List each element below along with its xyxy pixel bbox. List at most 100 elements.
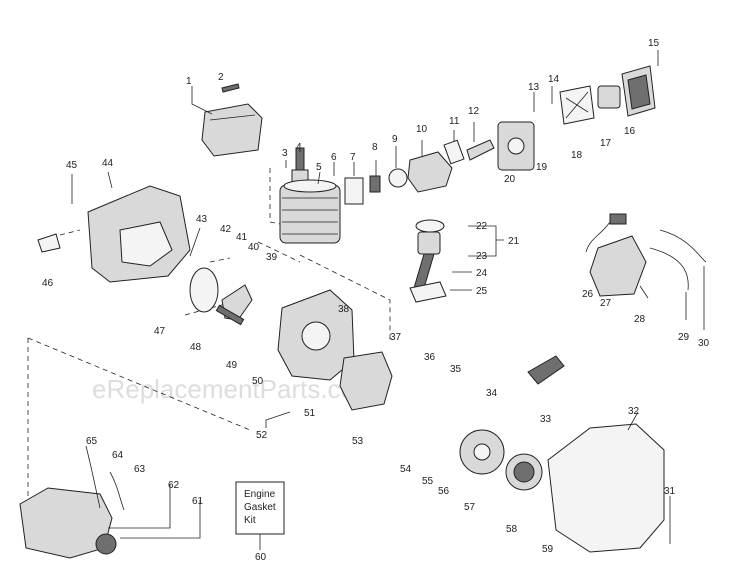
- callout-57: 57: [464, 502, 476, 513]
- callout-46: 46: [42, 278, 54, 289]
- callout-52: 52: [256, 430, 268, 441]
- callout-65: 65: [86, 436, 98, 447]
- cover-screw: [221, 83, 240, 93]
- callout-64: 64: [112, 450, 124, 461]
- callout-36: 36: [424, 352, 436, 363]
- callout-1: 1: [186, 76, 192, 87]
- engine-gasket-kit: Engine Gasket Kit 60: [235, 481, 285, 563]
- callout-30: 30: [698, 338, 710, 349]
- callout-54: 54: [400, 464, 412, 475]
- callout-8: 8: [372, 142, 378, 153]
- lever-12: [466, 139, 495, 161]
- callout-29: 29: [678, 332, 690, 343]
- fuel-line-64: [109, 471, 125, 511]
- callout-42: 42: [220, 224, 232, 235]
- wire-30: [659, 229, 707, 263]
- callout-6: 6: [331, 152, 337, 163]
- kit-line-3: Kit: [244, 515, 256, 526]
- callout-32: 32: [628, 406, 640, 417]
- callout-2: 2: [218, 72, 224, 83]
- callout-13: 13: [528, 82, 540, 93]
- crankshaft-49: [215, 284, 253, 326]
- callout-34: 34: [486, 388, 498, 399]
- engine-housing-44: [87, 185, 191, 283]
- callout-56: 56: [438, 486, 450, 497]
- callout-16: 16: [624, 126, 636, 137]
- callout-9: 9: [392, 134, 398, 145]
- callout-31: 31: [664, 486, 676, 497]
- starter-housing-59: [547, 423, 665, 553]
- callout-3: 3: [282, 148, 288, 159]
- callout-5: 5: [316, 162, 322, 173]
- callout-25: 25: [476, 286, 488, 297]
- callout-20: 20: [504, 174, 516, 185]
- ignition-module-27: [585, 213, 647, 297]
- callout-15: 15: [648, 38, 660, 49]
- callout-48: 48: [190, 342, 202, 353]
- callout-45: 45: [66, 160, 78, 171]
- crankcase-53: [339, 351, 393, 411]
- carburetor-10: [407, 151, 453, 193]
- callout-55: 55: [422, 476, 434, 487]
- fuel-line-65: [85, 445, 101, 509]
- carburetor-gasket-9: [388, 168, 408, 188]
- callout-41: 41: [236, 232, 248, 243]
- callout-27: 27: [600, 298, 612, 309]
- callout-11: 11: [449, 116, 460, 127]
- air-filter-base-20: [497, 121, 535, 171]
- callout-49: 49: [226, 360, 238, 371]
- callout-43: 43: [196, 214, 208, 225]
- callout-22: 22: [476, 221, 488, 232]
- callout-60: 60: [255, 552, 267, 563]
- cylinder: [279, 179, 341, 244]
- callout-4: 4: [296, 142, 302, 153]
- callout-28: 28: [634, 314, 646, 325]
- crankcase-51: [277, 289, 355, 381]
- callout-14: 14: [548, 74, 560, 85]
- callout-53: 53: [352, 436, 364, 447]
- callout-37: 37: [390, 332, 402, 343]
- cylinder-cover: [201, 103, 263, 157]
- callout-50: 50: [252, 376, 264, 387]
- callout-44: 44: [102, 158, 114, 169]
- kit-line-1: Engine: [244, 489, 276, 500]
- clip-46: [37, 233, 61, 253]
- callout-18: 18: [571, 150, 583, 161]
- callout-21: 21: [508, 236, 520, 247]
- watermark: eReplacementParts.com: [92, 374, 377, 404]
- callout-38: 38: [338, 304, 350, 315]
- callout-40: 40: [248, 242, 260, 253]
- spring-58: [505, 453, 543, 491]
- fuel-tank-61: [19, 487, 117, 559]
- callout-63: 63: [134, 464, 146, 475]
- pulley-57: [459, 429, 505, 475]
- piston-assembly-21: [409, 219, 447, 303]
- callout-33: 33: [540, 414, 552, 425]
- callout-39: 39: [266, 252, 278, 263]
- callout-24: 24: [476, 268, 488, 279]
- seal-48: [189, 267, 219, 313]
- air-filter-cover-16: [621, 65, 656, 117]
- callout-26: 26: [582, 289, 594, 300]
- callout-62: 62: [168, 480, 180, 491]
- insulator-8: [369, 175, 381, 193]
- callout-leaders: [71, 50, 705, 544]
- callout-23: 23: [476, 251, 488, 262]
- filter-screen-18: [559, 85, 595, 125]
- callout-61: 61: [192, 496, 204, 507]
- filter-17: [597, 85, 621, 109]
- kit-line-2: Gasket: [244, 502, 276, 513]
- callout-59: 59: [542, 544, 554, 555]
- starter-handle-33: [527, 355, 565, 385]
- callout-17: 17: [600, 138, 612, 149]
- callout-58: 58: [506, 524, 518, 535]
- callout-10: 10: [416, 124, 428, 135]
- callout-35: 35: [450, 364, 462, 375]
- ground-wire-29: [649, 247, 689, 291]
- callout-47: 47: [154, 326, 166, 337]
- callout-12: 12: [468, 106, 480, 117]
- callout-labels: 1 2 3 4 5 6 7 8 9 10 11 12 13 14 15 16 1…: [42, 38, 710, 555]
- callout-19: 19: [536, 162, 548, 173]
- callout-7: 7: [350, 152, 356, 163]
